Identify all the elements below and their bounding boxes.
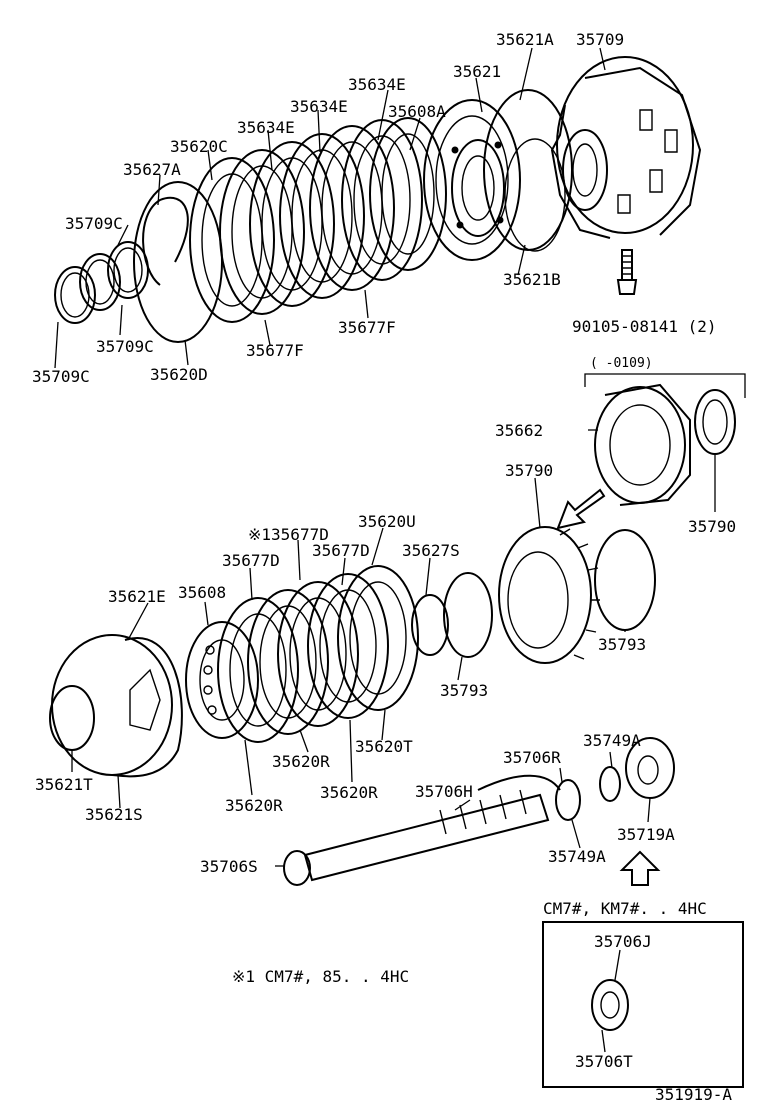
label-variant-models: CM7#, KM7#. . 4HC	[543, 899, 707, 918]
label-35709: 35709	[576, 30, 624, 49]
label-35621: 35621	[453, 62, 501, 81]
lower-clutch-assembly	[49, 565, 493, 778]
piston-35621S	[51, 634, 183, 778]
label-35706J: 35706J	[594, 932, 652, 951]
bracket-0109	[584, 373, 746, 398]
label-35608A: 35608A	[388, 102, 446, 121]
washer-35706S	[283, 850, 311, 886]
upper-clutch-assembly	[54, 56, 702, 343]
label-35620R: 35620R	[225, 796, 283, 815]
label-35793: 35793	[598, 635, 646, 654]
label-35719A: 35719A	[617, 825, 675, 844]
clutch-plate-stack-lower	[217, 565, 419, 743]
label-35709C: 35709C	[32, 367, 90, 386]
label-35621B: 35621B	[503, 270, 561, 289]
label-35621E: 35621E	[108, 587, 166, 606]
label-35749A: 35749A	[583, 731, 641, 750]
label-35634E: 35634E	[237, 118, 295, 137]
thrust-washer-35793-left	[443, 572, 493, 658]
label-35620C: 35620C	[170, 137, 228, 156]
snap-ring-35709C-2	[79, 253, 121, 311]
part-labels: 35621A 35709 35621 35634E 35608A 35634E …	[32, 30, 736, 1104]
label-35621A: 35621A	[496, 30, 554, 49]
label-35706H: 35706H	[415, 782, 473, 801]
label-35677D: 35677D	[222, 551, 280, 570]
ring-35706R	[555, 779, 581, 821]
label-35790: 35790	[688, 517, 736, 536]
label-35634E: 35634E	[348, 75, 406, 94]
gear-hub-35662	[594, 383, 691, 506]
label-35608: 35608	[178, 583, 226, 602]
direction-arrow	[556, 488, 606, 530]
label-35620R: 35620R	[320, 783, 378, 802]
gear-35706J	[591, 979, 629, 1031]
label-35677D: 35677D	[312, 541, 370, 560]
footnote: ※1 CM7#, 85. . 4HC	[232, 967, 409, 986]
label-35620T: 35620T	[355, 737, 413, 756]
clutch-drum-35709	[550, 56, 702, 239]
seal-ring-35621B	[504, 138, 566, 252]
diagram-id: 351919-A	[655, 1085, 732, 1104]
label-35620U: 35620U	[358, 512, 416, 531]
label-35621S: 35621S	[85, 805, 143, 824]
label-35677F: 35677F	[338, 318, 396, 337]
label-35620R: 35620R	[272, 752, 330, 771]
up-arrow	[619, 850, 661, 886]
label-35749A: 35749A	[548, 847, 606, 866]
thrust-washer-35793-right	[594, 529, 656, 631]
label-35677F: 35677F	[246, 341, 304, 360]
snap-ring-35709C-1	[54, 266, 96, 324]
snap-ring-35627S	[411, 594, 449, 656]
bolt-90105-08141	[616, 249, 638, 295]
clutch-plate-stack-upper	[189, 117, 447, 323]
label-35621T: 35621T	[35, 775, 93, 794]
piston-35621	[423, 99, 521, 261]
label-range-0109: ( -0109)	[590, 356, 653, 371]
label-135677D: ※135677D	[248, 525, 329, 544]
label-35627A: 35627A	[123, 160, 181, 179]
label-35790: 35790	[505, 461, 553, 480]
bearing-35790-upper	[694, 389, 736, 455]
label-35620D: 35620D	[150, 365, 208, 384]
sun-gear-35790	[498, 526, 600, 664]
label-35706S: 35706S	[200, 857, 258, 876]
label-35634E: 35634E	[290, 97, 348, 116]
label-35706T: 35706T	[575, 1052, 633, 1071]
label-35627S: 35627S	[402, 541, 460, 560]
label-35793: 35793	[440, 681, 488, 700]
label-35706R: 35706R	[503, 748, 561, 767]
snap-ring-35627A	[142, 196, 189, 286]
ring-35749A-1	[599, 766, 621, 802]
label-35709C: 35709C	[65, 214, 123, 233]
label-35662: 35662	[495, 421, 543, 440]
leader-lines	[54, 47, 716, 1053]
seal-35621T	[49, 685, 95, 751]
label-35709C: 35709C	[96, 337, 154, 356]
variant-box	[542, 921, 744, 1088]
label-90105-08141: 90105-08141 (2)	[572, 317, 717, 336]
